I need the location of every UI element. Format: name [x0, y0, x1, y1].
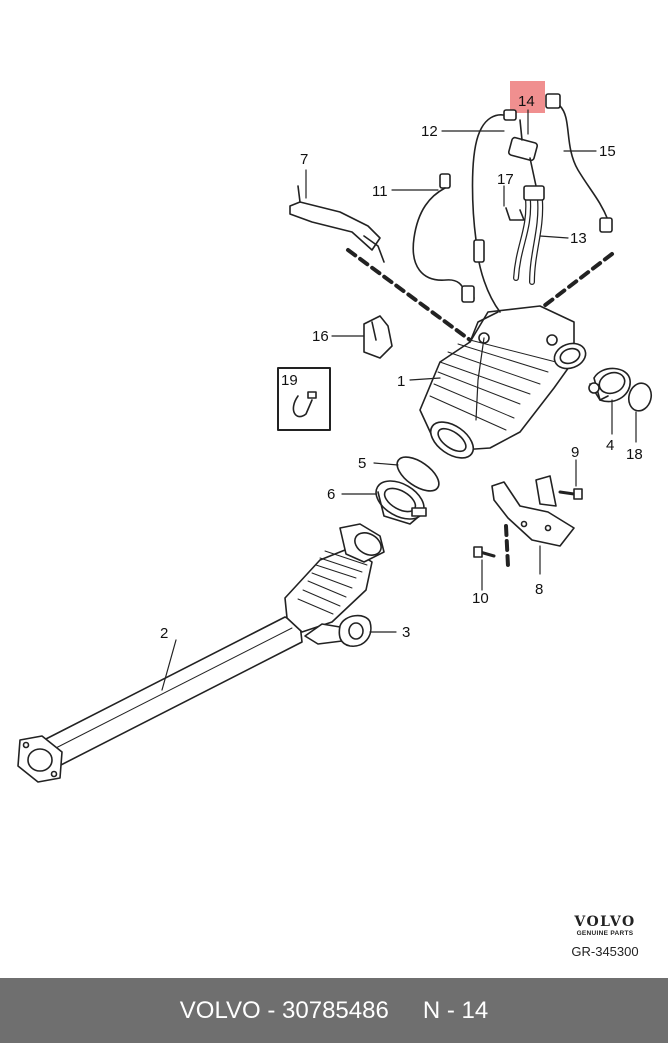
callout-17: 17	[497, 171, 514, 188]
callout-18: 18	[626, 446, 643, 463]
clamp-part-6	[375, 480, 427, 525]
callout-13: 13	[570, 230, 587, 247]
callout-2: 2	[160, 625, 168, 642]
hoses-part-13	[513, 185, 545, 285]
callout-7: 7	[300, 151, 308, 168]
callout-11: 11	[372, 183, 388, 200]
callout-10: 10	[472, 590, 489, 607]
callout-14: 14	[518, 93, 535, 110]
mounting-bracket-part-8	[491, 475, 575, 547]
dash-line-7	[346, 248, 472, 342]
callout-5: 5	[358, 455, 366, 472]
callout-19: 19	[281, 372, 298, 389]
harness-part-15	[545, 93, 613, 233]
callout-16: 16	[312, 328, 329, 345]
exhaust-parts-diagram: 1 2 3 4 5 6 7 8 9 10 11 12 13 14 15 16 1…	[17, 81, 653, 783]
callout-8: 8	[535, 581, 543, 598]
catalytic-converter-part-1	[419, 305, 587, 459]
volvo-logo: VOLVO GENUINE PARTS	[560, 914, 650, 938]
footer-part-number: VOLVO - 30785486	[179, 996, 389, 1024]
front-pipe-part-2	[17, 523, 385, 783]
highlight-box	[510, 81, 545, 113]
logo-tagline: GENUINE PARTS	[576, 930, 634, 937]
logo-wordmark: VOLVO	[574, 914, 636, 930]
leader-lines	[161, 109, 637, 691]
callout-6: 6	[327, 486, 335, 503]
sensor-cable-part-12	[471, 109, 517, 313]
bracket-part-16	[363, 315, 393, 359]
callout-12: 12	[421, 123, 438, 140]
footer-position: N - 14	[422, 996, 489, 1024]
gasket-part-5	[396, 456, 440, 492]
dash-line-8	[504, 524, 510, 568]
footer-bar: VOLVO - 30785486 N - 14	[0, 978, 668, 1043]
seal-ring-part-18	[627, 382, 653, 412]
clip-part-17	[505, 207, 525, 221]
callout-15: 15	[599, 143, 616, 160]
dash-line-15	[542, 252, 614, 308]
heat-shield-part-7	[289, 185, 385, 263]
callout-4: 4	[606, 437, 614, 454]
bolt-part-10	[473, 546, 496, 558]
inset-part-19	[277, 367, 331, 431]
v-clamp-part-4	[588, 367, 631, 403]
pressure-sensor-part-14	[507, 119, 539, 187]
bolt-part-9	[558, 488, 583, 500]
callout-9: 9	[571, 444, 579, 461]
callout-3: 3	[402, 624, 410, 641]
reference-code: GR-345300	[571, 944, 639, 959]
oxygen-sensor-part-11	[412, 173, 475, 303]
rubber-hanger-part-3	[338, 614, 372, 647]
callout-1: 1	[397, 373, 405, 390]
